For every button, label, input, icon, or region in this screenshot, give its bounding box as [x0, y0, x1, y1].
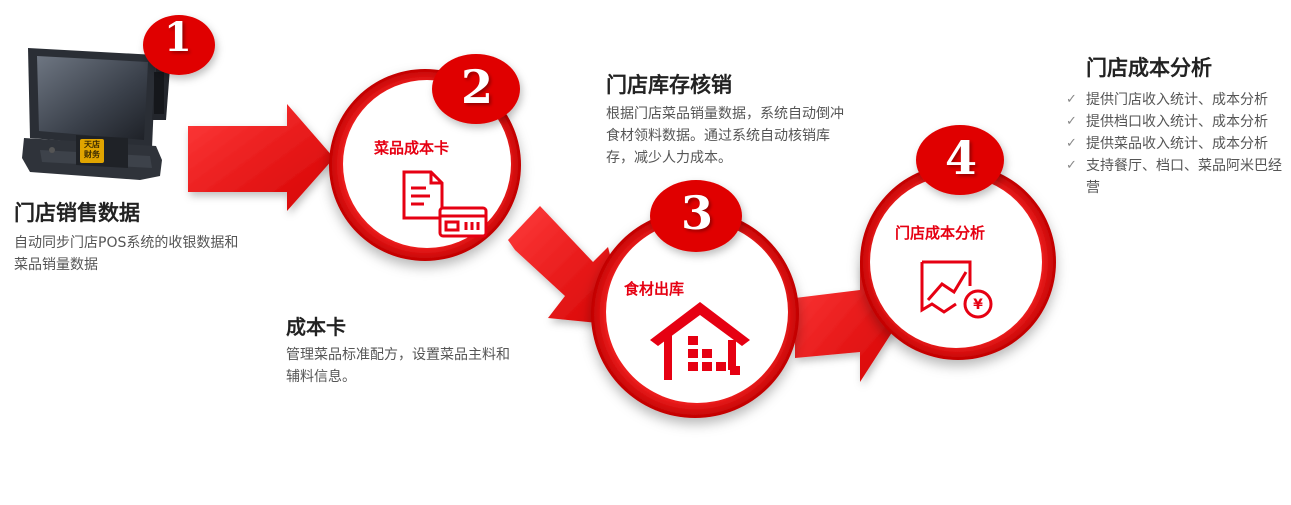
step-3-badge: 3 — [681, 186, 714, 240]
badge-1 — [143, 15, 215, 75]
feature-item: ✓支持餐厅、档口、菜品阿米巴经营 — [1064, 155, 1284, 199]
circle-4-label: 门店成本分析 — [895, 224, 986, 242]
check-icon: ✓ — [1066, 114, 1077, 129]
feature-item: ✓提供档口收入统计、成本分析 — [1064, 111, 1284, 133]
check-icon: ✓ — [1066, 92, 1077, 107]
cost-analysis-icon — [920, 260, 993, 319]
step-1-title: 门店销售数据 — [14, 201, 140, 225]
check-icon: ✓ — [1066, 158, 1077, 173]
check-icon: ✓ — [1066, 136, 1077, 151]
yen-icon: ¥ — [973, 297, 983, 313]
circle-2-label: 菜品成本卡 — [374, 139, 450, 157]
step-1-badge: 1 — [164, 14, 192, 61]
pos-sticker-text: 天店 财务 — [84, 140, 100, 159]
circle-3-label: 食材出库 — [624, 280, 685, 298]
badge-2 — [432, 54, 520, 124]
step-4-badge: 4 — [945, 131, 978, 185]
step-4-title: 门店成本分析 — [1086, 56, 1212, 80]
step-2-badge: 2 — [461, 60, 494, 114]
step-2-title: 成本卡 — [286, 315, 346, 339]
cost-card-icon — [402, 170, 488, 238]
step-1-desc: 自动同步门店POS系统的收银数据和菜品销量数据 — [14, 235, 239, 273]
step-4-feature-list: ✓提供门店收入统计、成本分析 ✓提供档口收入统计、成本分析 ✓提供菜品收入统计、… — [1064, 89, 1284, 199]
flow-arrow-1 — [188, 104, 334, 211]
badge-4 — [916, 125, 1004, 195]
feature-item: ✓提供菜品收入统计、成本分析 — [1064, 133, 1284, 155]
step-3-desc: 根据门店菜品销量数据，系统自动倒冲食材领料数据。通过系统自动核销库存，减少人力成… — [606, 106, 844, 166]
feature-item: ✓提供门店收入统计、成本分析 — [1064, 89, 1284, 111]
warehouse-icon — [650, 302, 750, 380]
step-3-title: 门店库存核销 — [606, 73, 732, 97]
pos-terminal-icon — [22, 48, 170, 180]
badge-3 — [650, 180, 742, 252]
step-2-desc: 管理菜品标准配方，设置菜品主料和辅料信息。 — [286, 347, 510, 385]
